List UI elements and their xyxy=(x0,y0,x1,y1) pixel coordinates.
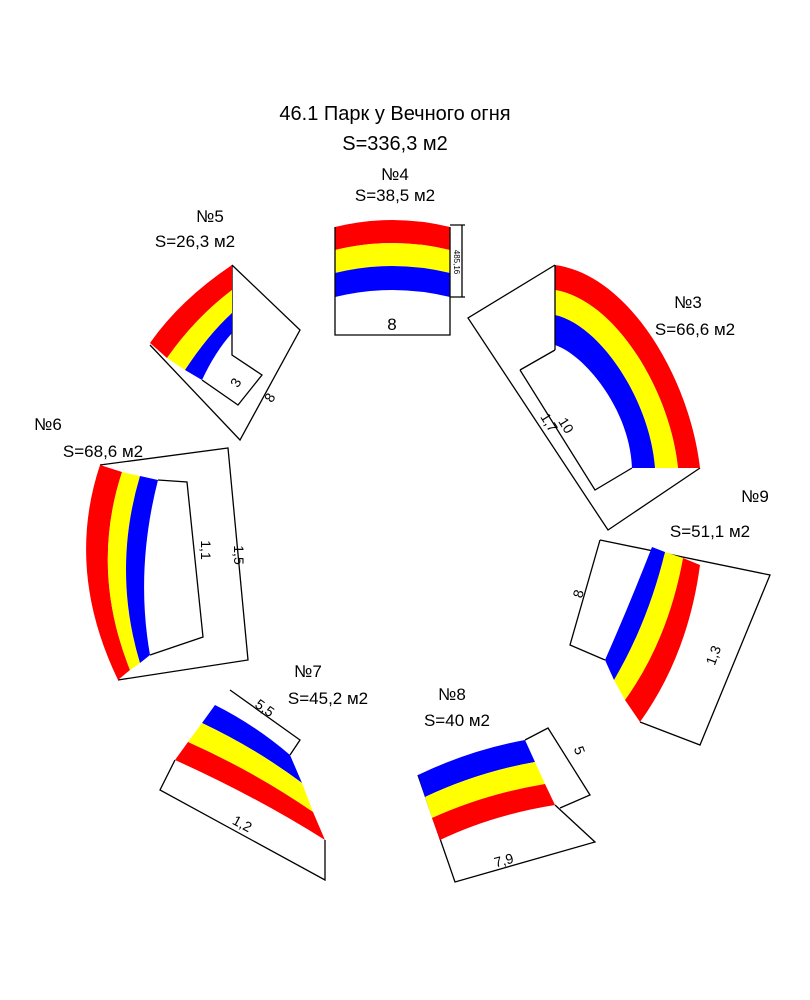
section-5-red-band xyxy=(150,265,232,358)
section-9-dim-1: 8 xyxy=(569,588,587,600)
section-4: №4 S=38,5 м2 8 485,16 xyxy=(334,165,465,336)
section-6-number: №6 xyxy=(34,415,62,434)
section-8-blue-band xyxy=(418,740,535,797)
section-7: №7 S=45,2 м2 5,5 1,2 xyxy=(159,662,368,882)
section-6: №6 S=68,6 м2 1,1 1,5 xyxy=(34,415,249,681)
total-area: S=336,3 м2 xyxy=(342,133,448,155)
section-6-blue-band xyxy=(126,476,158,663)
section-4-blue-band xyxy=(335,266,450,297)
section-5-area: S=26,3 м2 xyxy=(155,232,235,251)
section-5-yellow-band xyxy=(167,290,232,370)
section-5-blue-band xyxy=(185,313,232,380)
section-8-red-band xyxy=(432,784,555,840)
section-6-yellow-band xyxy=(107,472,140,670)
section-8-area: S=40 м2 xyxy=(424,711,490,730)
section-7-yellow-band xyxy=(188,723,313,812)
section-3-number: №3 xyxy=(674,293,702,312)
section-9-yellow-band xyxy=(614,552,683,700)
section-3: №3 S=66,6 м2 1,7 10 xyxy=(467,264,735,531)
section-4-width-dim: 8 xyxy=(387,315,396,334)
section-7-dim-1: 5,5 xyxy=(252,696,277,720)
section-6-area: S=68,6 м2 xyxy=(63,442,143,461)
section-5-dim-2: 8 xyxy=(261,390,279,405)
section-8: №8 S=40 м2 7,9 5 xyxy=(417,685,597,883)
plan-title: 46.1 Парк у Вечного огня xyxy=(279,103,510,125)
section-3-blue-band xyxy=(555,315,655,468)
section-9: №9 S=51,1 м2 8 1,3 xyxy=(569,487,771,746)
section-3-area: S=66,6 м2 xyxy=(655,320,735,339)
section-7-dim-2: 1,2 xyxy=(230,812,255,835)
section-9-area: S=51,1 м2 xyxy=(670,522,750,541)
section-3-dim-2: 10 xyxy=(555,415,577,437)
section-9-dim-2: 1,3 xyxy=(702,643,724,667)
section-5: №5 S=26,3 м2 3 8 xyxy=(149,207,301,442)
section-3-yellow-band xyxy=(555,290,678,468)
section-9-number: №9 xyxy=(741,487,769,506)
section-5-dim-1: 3 xyxy=(227,375,245,390)
section-9-red-band xyxy=(625,558,700,722)
section-8-dim-width: 7,9 xyxy=(492,850,515,871)
section-7-area: S=45,2 м2 xyxy=(288,689,368,708)
section-4-number: №4 xyxy=(381,165,409,184)
section-8-number: №8 xyxy=(438,685,466,704)
section-9-blue-band xyxy=(605,547,665,680)
section-6-dim-2: 1,5 xyxy=(231,545,247,565)
section-4-height-dim: 485,16 xyxy=(452,250,461,275)
section-4-area: S=38,5 м2 xyxy=(355,186,435,205)
section-4-yellow-band xyxy=(335,243,450,273)
section-8-dim-depth: 5 xyxy=(571,744,589,757)
section-4-red-band xyxy=(335,220,450,250)
section-6-red-band xyxy=(86,465,130,680)
section-7-blue-band xyxy=(202,705,302,783)
section-7-red-band xyxy=(175,742,325,840)
section-7-number: №7 xyxy=(294,662,322,681)
section-8-yellow-band xyxy=(425,762,545,818)
section-6-dim-1: 1,1 xyxy=(198,540,214,560)
section-3-red-band xyxy=(555,265,700,468)
section-5-number: №5 xyxy=(196,207,224,226)
